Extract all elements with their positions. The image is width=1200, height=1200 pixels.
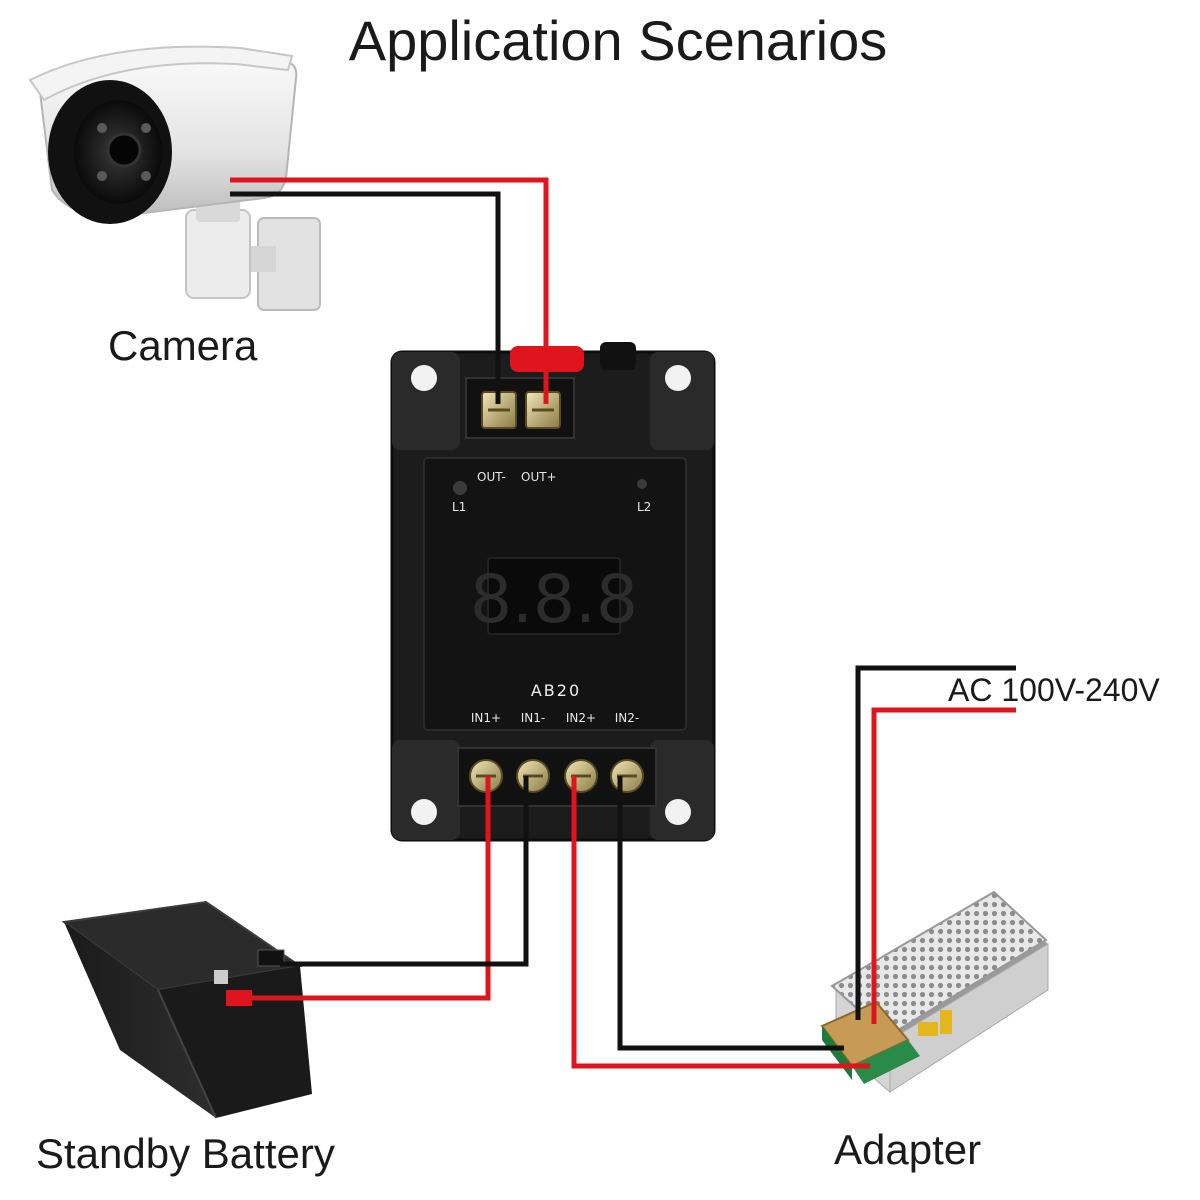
wire-adapter-negative xyxy=(617,776,844,1051)
camera-label: Camera xyxy=(108,322,258,369)
battery-illustration xyxy=(61,900,312,1119)
led2-label: L2 xyxy=(637,500,651,514)
wire-battery-positive xyxy=(240,776,491,1001)
camera-illustration xyxy=(28,45,321,311)
adapter-label: Adapter xyxy=(834,1126,982,1173)
wire-ac-neutral xyxy=(871,707,1016,1024)
wires xyxy=(230,177,1016,1069)
seven-segment-display: 8.8.8 xyxy=(470,561,638,638)
in1-minus-label: IN1- xyxy=(521,711,545,725)
out-minus-label: OUT- xyxy=(477,470,506,484)
wire-ac-line xyxy=(855,665,1016,1020)
battery-label: Standby Battery xyxy=(36,1130,335,1177)
adapter-illustration xyxy=(820,890,1049,1094)
ab20-module: OUT- OUT+ L1 L2 8.8.8 AB20 IN1+ IN1- IN2… xyxy=(390,342,716,842)
wire-camera-positive xyxy=(230,177,549,404)
out-plus-label: OUT+ xyxy=(521,470,557,484)
in1-plus-label: IN1+ xyxy=(471,711,501,725)
wire-adapter-positive xyxy=(571,776,870,1069)
wire-battery-negative xyxy=(280,776,529,967)
in2-plus-label: IN2+ xyxy=(566,711,596,725)
in2-minus-label: IN2- xyxy=(615,711,639,725)
ac-input-label: AC 100V-240V xyxy=(948,672,1160,708)
led1-label: L1 xyxy=(452,500,466,514)
page-title: Application Scenarios xyxy=(348,9,888,72)
model-label: AB20 xyxy=(531,681,581,700)
wire-camera-negative xyxy=(230,191,501,404)
